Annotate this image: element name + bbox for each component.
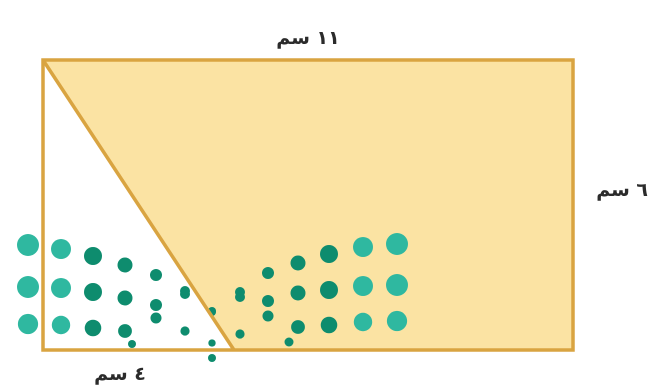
pattern-dot [262, 310, 274, 322]
pattern-dot [117, 257, 133, 273]
pattern-dot [117, 290, 133, 306]
pattern-dot [84, 247, 102, 265]
pattern-dot [17, 276, 39, 298]
pattern-dot [180, 289, 190, 299]
bottom-segment-label: ٤ سم [94, 363, 146, 385]
pattern-dot [262, 295, 274, 307]
pattern-dot [208, 354, 216, 362]
teal-dot-pattern [17, 233, 408, 362]
pattern-dot [320, 316, 338, 334]
pattern-dot [128, 340, 136, 348]
pattern-dot [84, 283, 102, 301]
pattern-dot [320, 281, 338, 299]
pattern-dot [290, 255, 306, 271]
diagonal-line [41, 59, 236, 351]
pattern-dot [208, 339, 216, 347]
pattern-dot [386, 310, 408, 332]
pattern-dot [291, 320, 305, 334]
pattern-dot [235, 292, 245, 302]
pattern-dot [353, 237, 373, 257]
top-side-label: ١١ سم [276, 27, 339, 49]
pattern-dot [51, 278, 71, 298]
pattern-dot [284, 337, 294, 347]
pattern-dot [180, 326, 190, 336]
pattern-dot [353, 312, 373, 332]
pattern-dot [290, 285, 306, 301]
shaded-trapezoid-region [43, 60, 573, 350]
pattern-dot [118, 324, 132, 338]
pattern-dot [51, 315, 71, 335]
pattern-dot [235, 329, 245, 339]
pattern-dot [386, 233, 408, 255]
pattern-dot [353, 276, 373, 296]
pattern-dot [150, 269, 162, 281]
pattern-dot [320, 245, 338, 263]
pattern-dot [386, 274, 408, 296]
pattern-dot [17, 234, 39, 256]
pattern-dot [84, 319, 102, 337]
pattern-dot [150, 312, 162, 324]
right-side-label: ٦ سم [596, 179, 648, 201]
pattern-dot [51, 239, 71, 259]
pattern-dot [17, 313, 39, 335]
pattern-dot [262, 267, 274, 279]
pattern-dot [150, 299, 162, 311]
rectangle-outline [41, 58, 575, 352]
